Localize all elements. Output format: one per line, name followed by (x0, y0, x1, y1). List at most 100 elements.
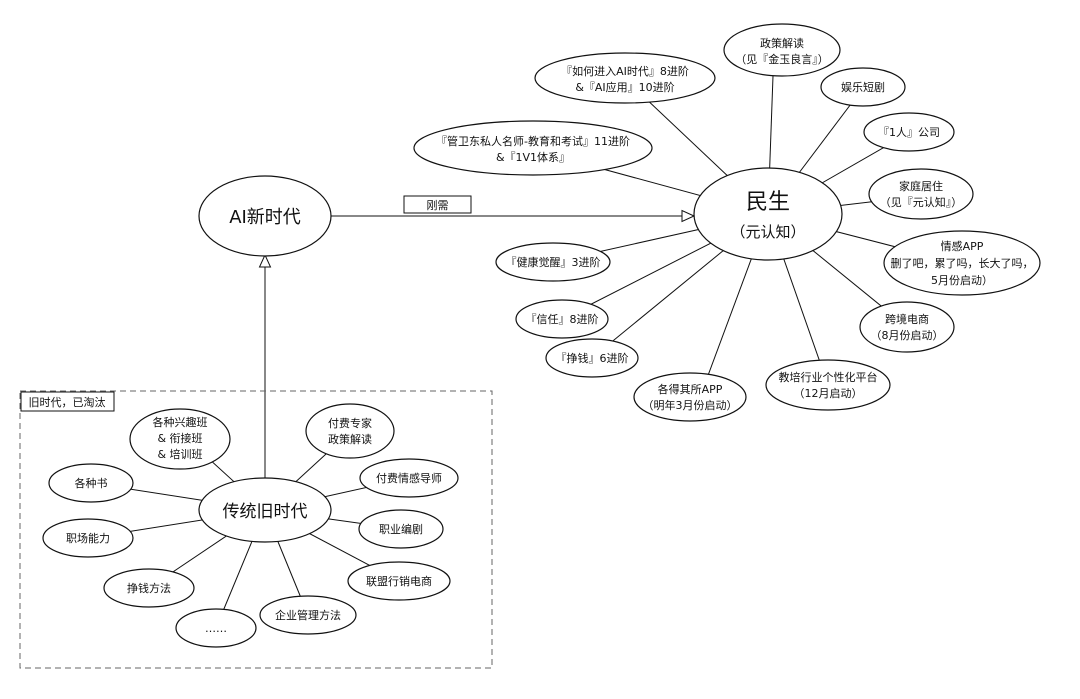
geshi-app-line-1: 各得其所APP (658, 382, 723, 396)
minsheng-sublabel: （元认知） (730, 223, 805, 241)
alliance-ecommerce-label: 联盟行销电商 (366, 574, 432, 588)
private-teacher-line-2: &『1V1体系』 (496, 150, 570, 164)
home-ellipse (868, 168, 974, 220)
rigid-demand-arrowhead (681, 209, 696, 223)
books-label: 各种书 (75, 476, 108, 490)
traditional-era-node: 传统旧时代 (198, 477, 332, 543)
node-paid-expert: 付费专家 政策解读 (305, 403, 395, 459)
training-platform-ellipse (765, 359, 891, 411)
books-ellipse (48, 463, 134, 503)
minsheng-ellipse (693, 167, 843, 261)
connection-traditional-to-ai (258, 253, 272, 478)
minsheng-label: 民生 (746, 190, 790, 215)
node-emotion-app: 情感APP 删了吧，累了吗，长大了吗， 5月份启动） (883, 230, 1041, 296)
health-ellipse (495, 242, 611, 282)
paid-expert-ellipse (305, 403, 395, 459)
node-trust: 『信任』8进阶 (515, 299, 609, 339)
node-health: 『健康觉醒』3进阶 (495, 242, 611, 282)
alliance-ecommerce-ellipse (347, 561, 451, 601)
node-ellipsis: …… (175, 608, 257, 648)
private-teacher-line-1: 『管卫东私人名师-教育和考试』11进阶 (436, 134, 630, 148)
emotion-app-line-2: 删了吧，累了吗，长大了吗， (891, 256, 1034, 270)
geshi-app-line-2: （明年3月份启动） (643, 398, 738, 412)
crossborder-line-1: 跨境电商 (885, 312, 929, 326)
minsheng-node: 民生 （元认知） (693, 167, 843, 261)
node-ai-era-entry: 『如何进入AI时代』8进阶 &『AI应用』10进阶 (534, 52, 716, 104)
node-private-teacher: 『管卫东私人名师-教育和考试』11进阶 &『1V1体系』 (413, 120, 653, 176)
screenwriter-ellipse (358, 509, 444, 549)
crossborder-line-2: （8月份启动） (871, 329, 944, 342)
connection-rigid-demand: 刚需 (331, 195, 696, 223)
home-line-2: （见『元认知』） (880, 195, 963, 209)
emotion-app-ellipse (883, 230, 1041, 296)
ai-era-entry-line-1: 『如何进入AI时代』8进阶 (561, 64, 689, 78)
emotion-mentor-label: 付费情感导师 (376, 472, 442, 485)
health-label: 『健康觉醒』3进阶 (506, 255, 601, 269)
node-screenwriter: 职业编剧 (358, 509, 444, 549)
traditional-era-label: 传统旧时代 (223, 502, 308, 522)
private-teacher-ellipse (413, 120, 653, 176)
earn-ellipse (545, 338, 639, 378)
traditional-era-ellipse (198, 477, 332, 543)
node-earn: 『挣钱』6进阶 (545, 338, 639, 378)
traditional-to-ai-arrowhead (258, 253, 272, 268)
entertainment-ellipse (820, 67, 906, 107)
one-person-label: 『1人』公司 (878, 126, 940, 139)
node-interest-classes: 各种兴趣班 & 衔接班 & 培训班 (129, 408, 231, 470)
management-label: 企业管理方法 (275, 608, 341, 622)
policy-line-2: （见『金玉良言』） (735, 52, 829, 66)
ellipsis-label: …… (205, 622, 227, 635)
paid-expert-line-2: 政策解读 (328, 432, 372, 446)
interest-classes-ellipse (129, 408, 231, 470)
ai-era-entry-ellipse (534, 52, 716, 104)
emotion-mentor-ellipse (359, 458, 459, 498)
earn-methods-ellipse (103, 568, 195, 608)
node-books: 各种书 (48, 463, 134, 503)
node-earn-methods: 挣钱方法 (103, 568, 195, 608)
earn-methods-label: 挣钱方法 (127, 581, 171, 595)
node-one-person: 『1人』公司 (863, 112, 955, 152)
node-training-platform: 教培行业个性化平台 （12月启动） (765, 359, 891, 411)
home-line-1: 家庭居住 (899, 179, 943, 193)
old-era-title-box (20, 391, 115, 412)
node-home: 家庭居住 （见『元认知』） (868, 168, 974, 220)
interest-classes-line-1: 各种兴趣班 (153, 415, 208, 429)
node-geshi-app: 各得其所APP （明年3月份启动） (633, 372, 747, 422)
ai-era-ellipse (198, 175, 332, 257)
node-emotion-mentor: 付费情感导师 (359, 458, 459, 498)
ai-era-node: AI新时代 (198, 175, 332, 257)
one-person-ellipse (863, 112, 955, 152)
old-era-title: 旧时代，已淘汰 (29, 395, 106, 409)
interest-classes-line-3: & 培训班 (157, 447, 202, 461)
node-management: 企业管理方法 (259, 595, 357, 635)
training-platform-line-1: 教培行业个性化平台 (779, 370, 878, 384)
emotion-app-line-1: 情感APP (941, 240, 984, 253)
crossborder-ellipse (859, 301, 955, 353)
node-career: 职场能力 (42, 518, 134, 558)
ellipsis-ellipse (175, 608, 257, 648)
emotion-app-line-3: 5月份启动） (931, 274, 993, 287)
node-crossborder: 跨境电商 （8月份启动） (859, 301, 955, 353)
node-policy: 政策解读 （见『金玉良言』） (723, 23, 841, 77)
old-era-border (19, 390, 493, 669)
career-label: 职场能力 (66, 531, 110, 545)
policy-line-1: 政策解读 (760, 36, 804, 50)
old-era-frame: 旧时代，已淘汰 (19, 390, 493, 669)
trust-ellipse (515, 299, 609, 339)
paid-expert-line-1: 付费专家 (328, 416, 372, 430)
interest-classes-line-2: & 衔接班 (157, 432, 202, 445)
rigid-demand-label-box (403, 195, 472, 214)
ai-era-label: AI新时代 (229, 207, 301, 228)
training-platform-line-2: （12月启动） (794, 387, 863, 400)
trust-label: 『信任』8进阶 (526, 312, 599, 326)
management-ellipse (259, 595, 357, 635)
earn-label: 『挣钱』6进阶 (556, 351, 629, 365)
rigid-demand-label: 刚需 (427, 199, 449, 212)
career-ellipse (42, 518, 134, 558)
node-entertainment: 娱乐短剧 (820, 67, 906, 107)
node-alliance-ecommerce: 联盟行销电商 (347, 561, 451, 601)
screenwriter-label: 职业编剧 (379, 522, 423, 536)
ai-era-entry-line-2: &『AI应用』10进阶 (575, 80, 674, 94)
policy-ellipse (723, 23, 841, 77)
